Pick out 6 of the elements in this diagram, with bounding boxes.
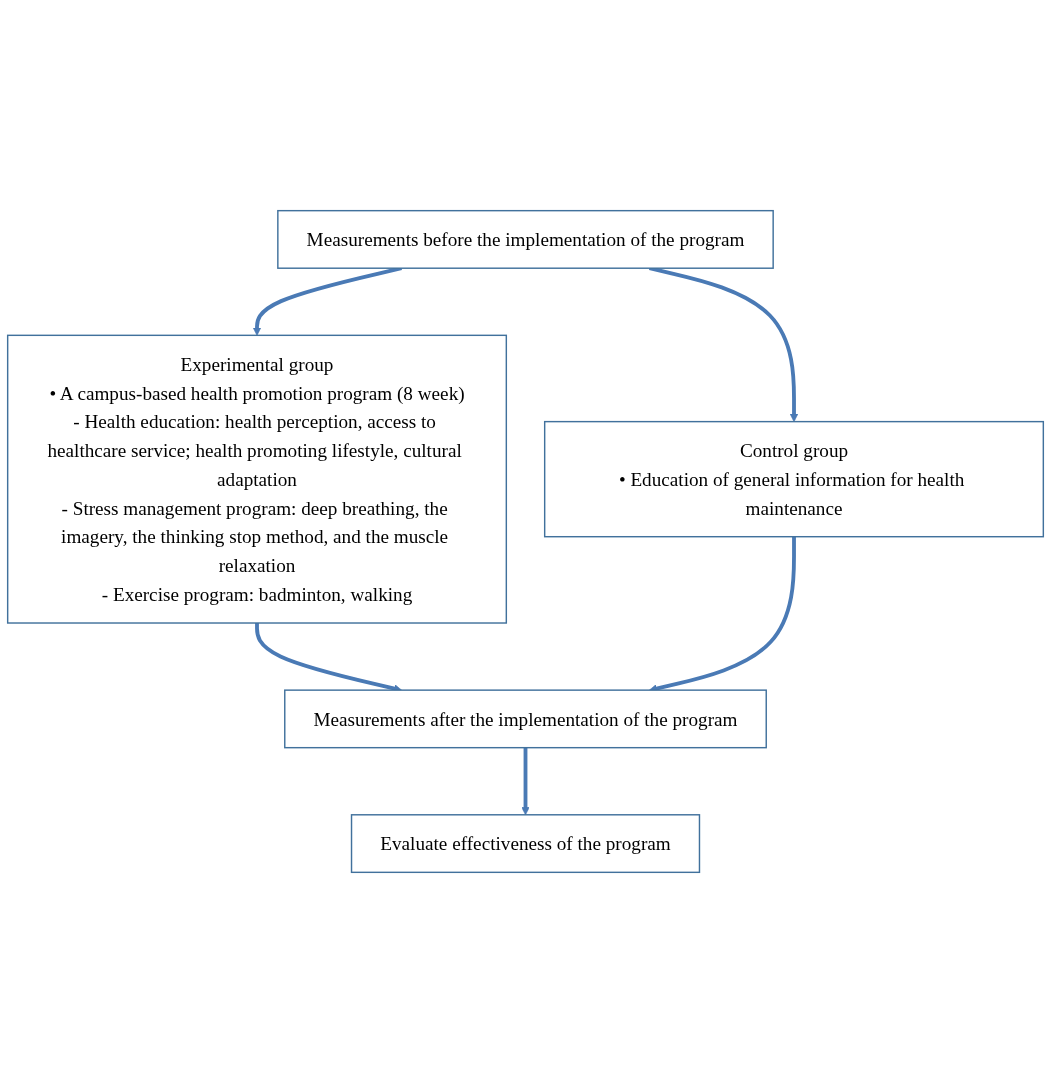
node-box: Measurements before the implementation of the program: [277, 209, 774, 269]
node-box: Control group • Education of general information for health maintenance: [543, 420, 1045, 538]
arrow: [521, 747, 530, 816]
node-box: Evaluate effectiveness of the program: [350, 814, 701, 874]
node-box: Experimental group • A campus-based health promotion program (8 week) - Health education: health perception, access to healthcare service; health promoting lifestyle, cultural adaptation - Stress management program: deep breathing, the imagery, the thinking stop method, and the muscle relaxation - Exercise program: badminton, walking: [6, 334, 508, 624]
node-box: Measurements after the implementation of the program: [284, 689, 767, 749]
